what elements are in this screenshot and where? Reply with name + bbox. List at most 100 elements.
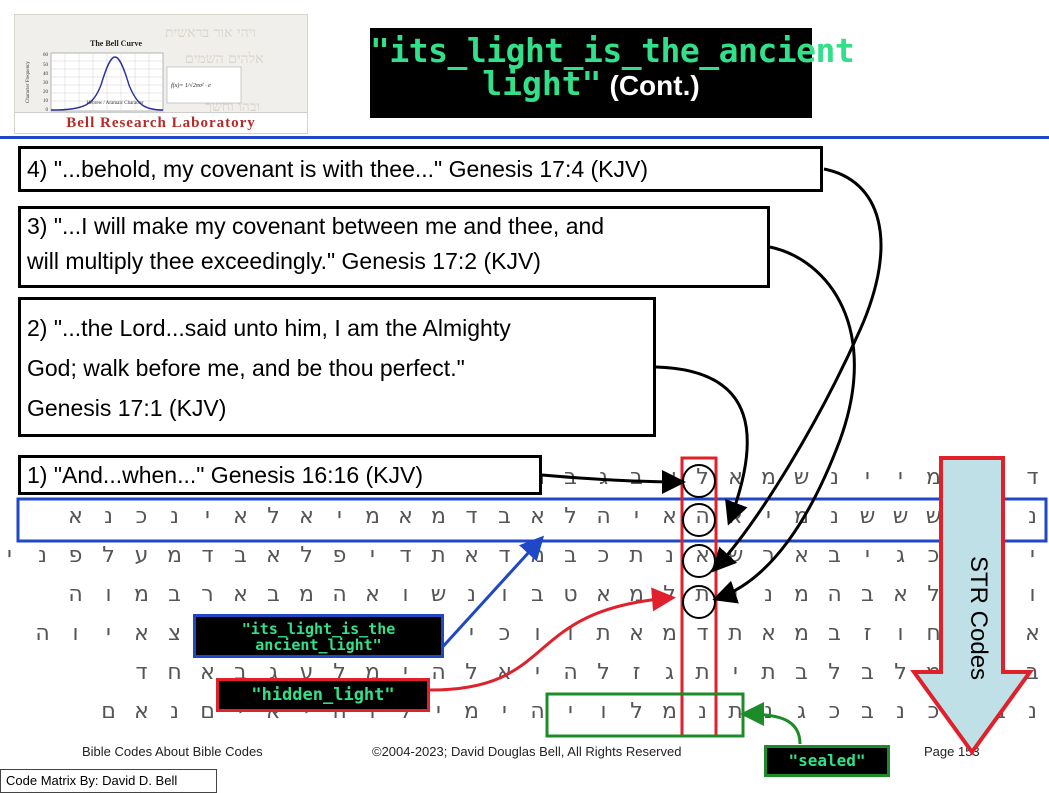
- matrix-cell: ו: [501, 582, 508, 607]
- matrix-cell: ת: [728, 699, 743, 724]
- matrix-cell: א: [266, 543, 281, 568]
- matrix-cell: ה: [827, 582, 842, 607]
- matrix-cell: מ: [662, 621, 677, 646]
- matrix-cell: ג: [796, 699, 807, 724]
- quote-4-line-1: 4) "...behold, my covenant is with thee.…: [27, 156, 649, 182]
- matrix-cell: ד: [399, 543, 412, 568]
- matrix-cell: ש: [727, 543, 744, 568]
- matrix-cell: ג: [598, 465, 609, 490]
- credit: Code Matrix By: David D. Bell: [0, 769, 217, 793]
- matrix-cell: ל: [894, 660, 907, 685]
- matrix-cell: י: [1030, 543, 1035, 568]
- matrix-cell: ה: [695, 504, 710, 529]
- matrix-cell: נ: [38, 543, 47, 568]
- matrix-cell: א: [497, 660, 512, 685]
- matrix-cell: ת: [728, 621, 743, 646]
- matrix-cell: ד: [960, 465, 973, 490]
- matrix-cell: ד: [465, 504, 478, 529]
- matrix-cell: א: [728, 465, 743, 490]
- matrix-cell: ל: [696, 465, 709, 490]
- matrix-cell: ז: [632, 660, 641, 685]
- matrix-cell: א: [728, 504, 743, 529]
- matrix-cell: ה: [596, 504, 611, 529]
- matrix-cell: א: [629, 621, 644, 646]
- matrix-cell: נ: [104, 504, 113, 529]
- matrix-cell: י: [568, 699, 573, 724]
- quote-2-line-3: Genesis 17:1 (KJV): [27, 395, 227, 421]
- matrix-cell: נ: [896, 699, 905, 724]
- matrix-cell: ל: [828, 660, 841, 685]
- matrix-cell: ו: [732, 582, 739, 607]
- matrix-cell: נ: [467, 582, 476, 607]
- matrix-cell: י: [106, 621, 111, 646]
- matrix-cell: נ: [764, 699, 773, 724]
- matrix-cell: ת: [629, 543, 644, 568]
- matrix-cell: י: [865, 465, 870, 490]
- matrix-cell: מ: [761, 465, 776, 490]
- title-line-2: light": [482, 64, 602, 103]
- matrix-cell: ש: [430, 582, 447, 607]
- matrix-cell: י: [535, 660, 540, 685]
- logo-ytick: 30: [43, 81, 49, 86]
- matrix-cell: מ: [794, 582, 809, 607]
- matrix-cell: ל: [300, 543, 313, 568]
- matrix-cell: ת: [695, 660, 710, 685]
- matrix-cell: ד: [201, 543, 214, 568]
- matrix-cell: י: [865, 543, 870, 568]
- matrix-cell: כ: [828, 699, 841, 724]
- matrix-cell: ם: [101, 699, 116, 724]
- matrix-cell: פ: [332, 543, 347, 568]
- matrix-cell: פ: [68, 543, 83, 568]
- matrix-cell: מ: [794, 621, 809, 646]
- matrix-cell: ו: [897, 621, 904, 646]
- matrix-cell: ו: [534, 621, 541, 646]
- matrix-cell: י: [436, 699, 441, 724]
- logo-ytick: 10: [43, 99, 49, 104]
- matrix-cell: ו: [402, 582, 409, 607]
- matrix-cell: א: [695, 543, 710, 568]
- matrix-cell: ב: [234, 543, 247, 568]
- matrix-cell: ת: [695, 582, 710, 607]
- matrix-cell: ר: [762, 543, 775, 568]
- matrix-cell: ת: [761, 660, 776, 685]
- matrix-cell: ת: [596, 621, 611, 646]
- header-rule: [0, 136, 1049, 139]
- quote-1-line-1: 1) "And...when..." Genesis 16:16 (KJV): [27, 462, 424, 488]
- matrix-cell: ו: [72, 621, 79, 646]
- quote-2-line-2: God; walk before me, and be thou perfect…: [27, 355, 465, 381]
- matrix-cell: א: [530, 504, 545, 529]
- matrix-cell: נ: [830, 504, 839, 529]
- quote-2: 2) "...the Lord...said unto him, I am th…: [18, 297, 656, 437]
- matrix-cell: מ: [794, 504, 809, 529]
- matrix-cell: כ: [135, 504, 148, 529]
- matrix-cell: נ: [764, 582, 773, 607]
- matrix-cell: ל: [630, 699, 643, 724]
- logo-x-label: Hebrew / Aramaic Character: [86, 101, 144, 106]
- matrix-cell: ו: [1029, 582, 1036, 607]
- matrix-cell: נ: [170, 504, 179, 529]
- matrix-cell: ה: [68, 582, 83, 607]
- matrix-cell: ך: [993, 465, 1006, 490]
- matrix-cell: ב: [1026, 660, 1039, 685]
- matrix-cell: א: [1025, 621, 1040, 646]
- matrix-cell: ל: [267, 504, 280, 529]
- logo-chart-title: The Bell Curve: [90, 39, 142, 48]
- matrix-cell: נ: [1028, 504, 1037, 529]
- matrix-cell: א: [134, 621, 149, 646]
- matrix-cell: ב: [267, 582, 280, 607]
- matrix-cell: ב: [630, 465, 643, 490]
- matrix-cell: ל: [102, 543, 115, 568]
- matrix-cell: ב: [564, 543, 577, 568]
- matrix-cell: ר: [201, 582, 214, 607]
- matrix-cell: א: [596, 582, 611, 607]
- quote-4: 4) "...behold, my covenant is with thee.…: [18, 146, 823, 192]
- quote-3-line-1: 3) "...I will make my covenant between m…: [27, 213, 605, 239]
- code-matrix: דךדמיינשמאלאבגבמבדיגמממנחנשששנמיאהאיהלאב…: [7, 458, 1049, 734]
- matrix-cell: ב: [828, 543, 841, 568]
- matrix-cell: ו: [567, 621, 574, 646]
- matrix-cell: ג: [664, 660, 675, 685]
- matrix-cell: מ: [134, 582, 149, 607]
- quote-2-line-1: 2) "...the Lord...said unto him, I am th…: [27, 315, 511, 341]
- matrix-cell: י: [733, 660, 738, 685]
- matrix-cell: נ: [665, 543, 674, 568]
